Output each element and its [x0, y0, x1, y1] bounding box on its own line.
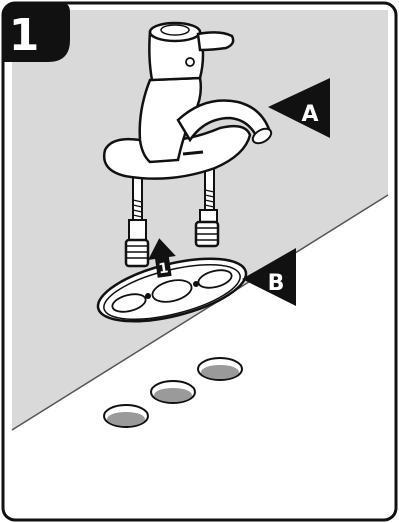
- step-number: 1: [9, 10, 40, 61]
- hole-center: [151, 381, 195, 403]
- callout-b-label: B: [268, 271, 285, 296]
- callout-a-label: A: [301, 102, 318, 127]
- step-number-badge: 1: [3, 3, 70, 62]
- hole-left: [104, 405, 148, 427]
- hole-right: [198, 358, 242, 380]
